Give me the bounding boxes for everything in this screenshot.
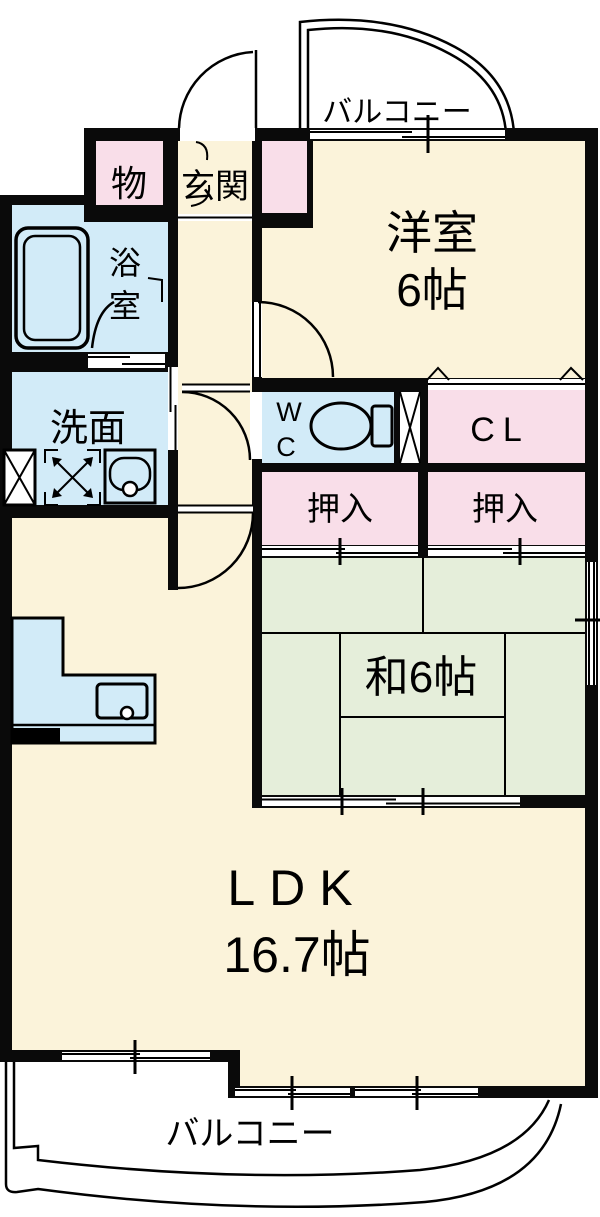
closet-folding-door-icon [426, 366, 585, 390]
washroom-label: 洗面 [50, 408, 126, 450]
ldk-bottom-window-left-icon [235, 1076, 350, 1110]
pipe-space-icon [399, 391, 421, 464]
room-western-lower [262, 228, 585, 378]
room-storage [96, 141, 163, 213]
balcony-top-inner-rail [306, 26, 508, 134]
ldk-door-icon [177, 504, 255, 590]
oshiire-left-label: 押入 [307, 490, 373, 527]
western-room-label: 洋室 [386, 207, 478, 259]
bathtub-icon [14, 226, 90, 350]
balcony-top: バルコニー [298, 18, 516, 134]
balcony-bottom-outer-rail [4, 1062, 563, 1209]
bath-label-1: 浴 [109, 245, 141, 281]
entrance-mark-top [195, 141, 209, 161]
kitchen-counter-icon [10, 616, 157, 745]
stove-icon [12, 728, 60, 742]
entrance-doorway [180, 128, 255, 141]
western-room-size: 6帖 [396, 264, 468, 316]
japanese-room-sliding-doors [262, 788, 520, 815]
western-top-window-icon [310, 115, 505, 153]
room-washroom [12, 372, 168, 505]
ldk-left-window-icon [62, 1040, 210, 1074]
tatami-lines [262, 558, 585, 795]
entrance-door-swing-icon [177, 50, 258, 131]
oshiire-left-fusuma [262, 538, 418, 565]
bath-wall-patch [84, 205, 168, 222]
japanese-room-label: 和6帖 [365, 653, 477, 702]
bath-label-2: 室 [109, 288, 141, 324]
entrance-label: 玄関 [181, 168, 249, 206]
ldk-bottom-window-right-icon [355, 1076, 478, 1110]
room-oshiire-right [428, 472, 585, 545]
room-entrance-hall [178, 141, 252, 590]
balcony-bottom-label: バルコニー [165, 1115, 334, 1153]
oshiire-right-fusuma [428, 538, 585, 565]
balcony-top-outer-rail [298, 18, 516, 134]
balcony-bottom: バルコニー [4, 1062, 563, 1209]
washing-machine-icon [44, 449, 101, 506]
oshiire-right-label: 押入 [472, 490, 538, 527]
room-closet-cl [428, 390, 585, 463]
entrance-closet [262, 141, 307, 213]
pipe-space-left-icon [2, 448, 37, 507]
japanese-room-window-icon [575, 562, 600, 685]
bath-washroom-door [88, 354, 165, 368]
room-ldk-d [240, 1050, 585, 1086]
bath-door-arc [90, 300, 115, 349]
closet-label: CL [470, 411, 529, 449]
room-ldk-c [12, 808, 585, 1050]
toilet-icon [309, 401, 394, 451]
ldk-size: 16.7帖 [223, 927, 370, 983]
wc-label-w: W [276, 397, 302, 427]
room-oshiire-left [262, 472, 418, 545]
ldk-label: LDK [227, 860, 366, 916]
western-door-icon [251, 300, 335, 378]
room-ldk-a [12, 518, 168, 590]
balcony-bottom-inner-rail [12, 1062, 551, 1177]
washbasin-icon [103, 448, 157, 505]
balcony-top-label: バルコニー [322, 96, 471, 129]
storage-label: 物 [111, 163, 147, 204]
entrance-mark-bottom [190, 184, 211, 207]
entrance-step [178, 214, 252, 221]
washroom-door [168, 367, 178, 450]
wc-label-c: C [276, 432, 296, 462]
bath-door-frame [147, 277, 163, 302]
wc-door-icon [181, 383, 262, 461]
